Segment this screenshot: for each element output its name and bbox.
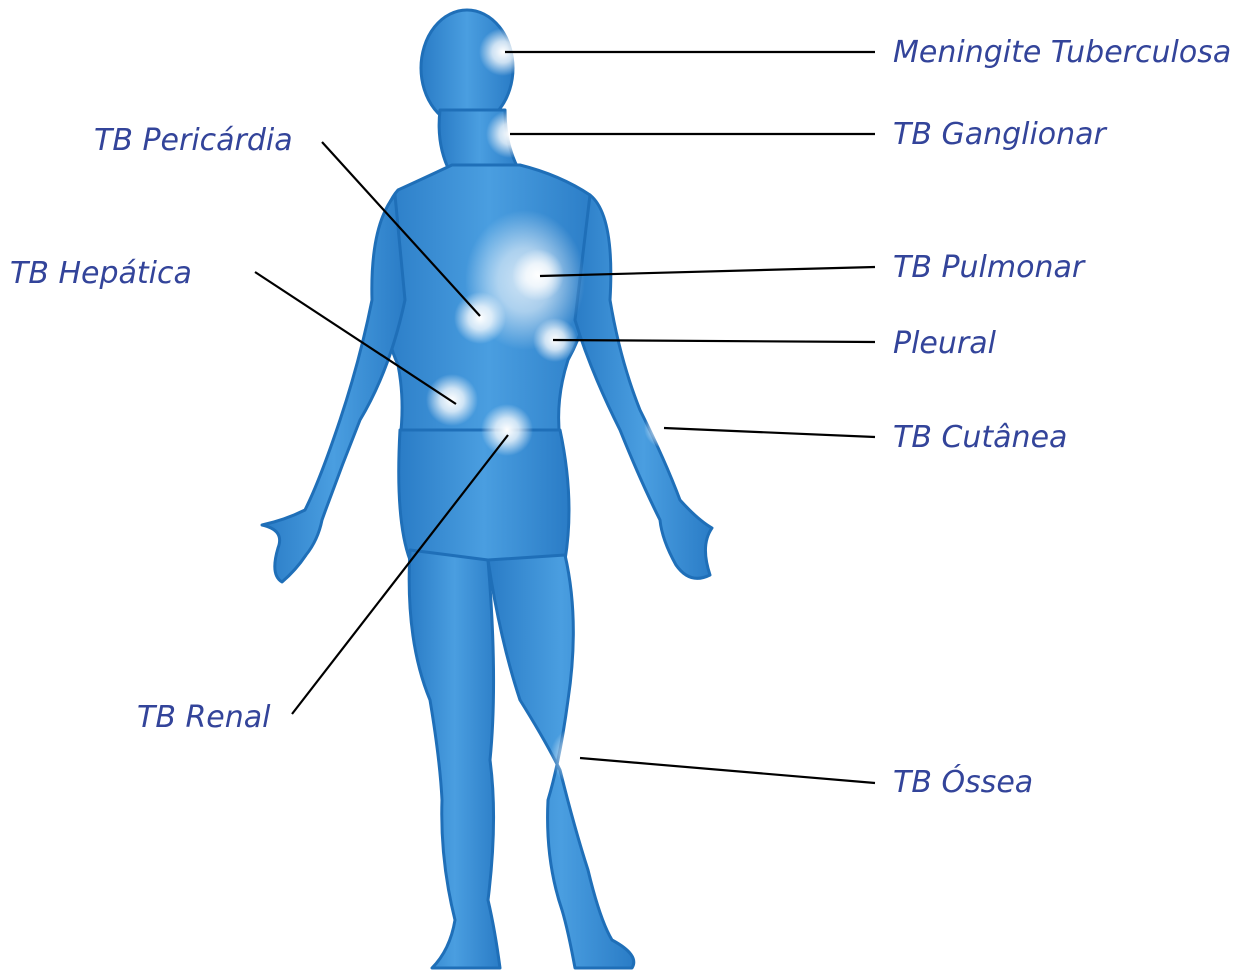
label-meningite-tuberculosa: Meningite Tuberculosa — [893, 35, 1231, 71]
label-tb-ossea: TB Óssea — [893, 765, 1033, 801]
label-tb-hepatica: TB Hepática — [10, 256, 192, 292]
label-pleural: Pleural — [893, 326, 996, 362]
leader-line-ossea — [580, 758, 875, 783]
label-tb-pulmonar: TB Pulmonar — [893, 250, 1084, 286]
label-tb-cutanea: TB Cutânea — [893, 420, 1067, 456]
leader-line-cutanea — [664, 428, 875, 437]
body-silhouette — [262, 10, 712, 968]
label-tb-pericardia: TB Pericárdia — [94, 123, 293, 159]
label-tb-renal: TB Renal — [137, 700, 270, 736]
label-tb-ganglionar: TB Ganglionar — [893, 117, 1106, 153]
